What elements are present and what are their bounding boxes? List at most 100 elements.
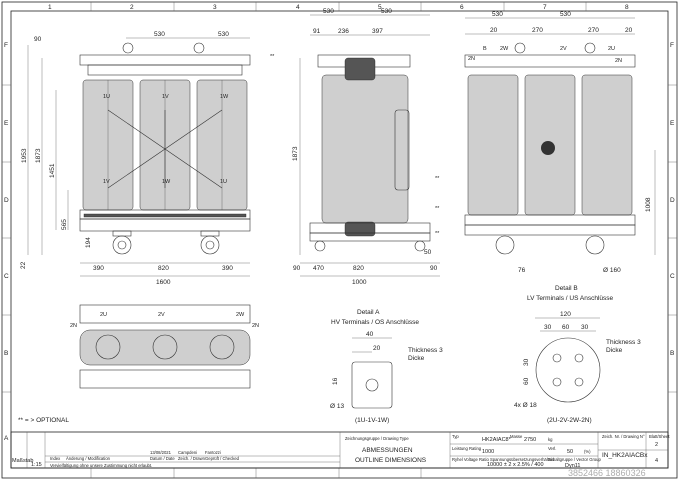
dim-label: 820	[158, 265, 169, 272]
thickness-label-de: Dicke	[408, 355, 425, 362]
dim-label: 91	[313, 28, 321, 35]
dim-label: 270	[588, 27, 599, 34]
dim-label: 30	[581, 324, 589, 331]
terminal-label: 2W	[236, 312, 245, 318]
col-number: 5	[378, 4, 382, 11]
group-label: Zeichnungsgruppe / Drawing Type	[345, 436, 409, 441]
hole-label: Ø 13	[330, 403, 344, 410]
revision-checked: Fantozzi	[205, 450, 221, 455]
dim-label: 16	[332, 377, 339, 385]
dim-label: 20	[490, 27, 498, 34]
dim-label: 1000	[352, 279, 367, 286]
scale-label: Maßstab	[12, 458, 33, 464]
field-label: Verl.	[548, 446, 556, 451]
optional-marker: **	[435, 231, 440, 237]
revision-header: Zeich. / Drawn	[178, 456, 206, 461]
dim-label: 1873	[292, 146, 299, 161]
detail-a: Detail A HV Terminals / OS Anschlüsse 40…	[330, 309, 443, 424]
dim-label: 530	[492, 11, 503, 18]
row-letter: F	[670, 42, 674, 49]
dim-label: 50	[424, 249, 432, 256]
detail-subtitle: LV Terminals / US Anschlüsse	[527, 295, 613, 302]
terminal-label: 1W	[220, 94, 229, 100]
scale-value: 1:15	[31, 462, 42, 468]
dim-label: 90	[430, 265, 438, 272]
col-number: 7	[543, 4, 547, 11]
dim-label: 270	[532, 27, 543, 34]
terminal-label: 2U	[608, 46, 615, 52]
col-number: 8	[625, 4, 629, 11]
revision-header: Datum / Date	[150, 456, 175, 461]
row-letter: D	[4, 197, 9, 204]
weight-value: 2750	[524, 437, 536, 443]
dim-label: Ø 160	[603, 267, 621, 274]
revision-drawn: Campdeni	[178, 450, 197, 455]
detail-caption: (1U-1V-1W)	[355, 417, 389, 424]
dim-label: 397	[372, 28, 383, 35]
dim-label: 236	[338, 28, 349, 35]
use-note: Vervielfältigung ohne unsere Zustimmung …	[50, 463, 152, 468]
sheet-value: 2	[655, 442, 658, 448]
plan-view: 2U 2V 2W 2N 2N	[70, 304, 259, 389]
dim-label: 390	[222, 265, 233, 272]
dim-label: 530	[560, 11, 571, 18]
col-number: 2	[130, 4, 134, 11]
field-label: Typ	[452, 434, 459, 439]
losses-value: 50	[567, 449, 573, 455]
dim-label: 530	[218, 31, 229, 38]
dim-label: 60	[523, 377, 530, 385]
row-letter: A	[4, 435, 9, 442]
front-view: 1U 1V 1W 1V 1W 1U 530 530 90 390 820 390…	[20, 31, 251, 286]
terminal-label: 2N	[615, 58, 622, 64]
terminal-label: 2W	[500, 46, 509, 52]
dim-label: 120	[560, 311, 571, 318]
dim-label: 20	[625, 27, 633, 34]
optional-marker: **	[435, 176, 440, 182]
row-letter: B	[670, 350, 674, 357]
field-label: Leistung Rating	[452, 446, 482, 451]
vector-value: Dyn11	[565, 463, 581, 469]
terminal-label: 2N	[468, 56, 475, 62]
terminal-label: 2V	[158, 312, 165, 318]
revision-header: Index	[50, 456, 61, 461]
dim-label: 60	[562, 324, 570, 331]
row-letter: E	[670, 120, 675, 127]
terminal-label: B	[483, 46, 487, 52]
dim-label: 40	[366, 331, 374, 338]
dim-label: 90	[34, 36, 42, 43]
dim-label: 530	[154, 31, 165, 38]
revision-date: 13/08/2021	[150, 450, 172, 455]
dim-label: 820	[353, 265, 364, 272]
dim-label: 90	[293, 265, 301, 272]
dim-label: 530	[323, 8, 334, 15]
revision-header: Geprüft / Checked	[205, 456, 240, 461]
row-letter: C	[4, 273, 9, 280]
col-number: 1	[48, 4, 52, 11]
dim-label: 1953	[21, 148, 28, 163]
dim-label: 470	[313, 265, 324, 272]
col-number: 4	[296, 4, 300, 11]
terminal-label: 2N	[252, 323, 259, 329]
drawing-title-en: OUTLINE DIMENSIONS	[355, 457, 427, 464]
dim-label: 76	[518, 267, 526, 274]
thickness-label-de: Dicke	[606, 347, 623, 354]
dim-label: 390	[93, 265, 104, 272]
dim-label: 30	[544, 324, 552, 331]
row-letter: F	[4, 42, 8, 49]
row-letter: D	[670, 197, 675, 204]
terminal-label: 1V	[162, 94, 169, 100]
terminal-label: 2U	[100, 312, 107, 318]
title-block: Maßstab 1:15 Index Änderung / Modificati…	[10, 431, 670, 469]
terminal-label: 1U	[103, 94, 110, 100]
col-number: 6	[460, 4, 464, 11]
detail-b: Detail B LV Terminals / US Anschlüsse 12…	[514, 285, 641, 424]
row-letter: E	[4, 120, 9, 127]
dim-label: 194	[85, 237, 92, 248]
terminal-label: 1V	[103, 179, 110, 185]
row-letter: C	[670, 273, 675, 280]
detail-caption: (2U-2V-2W-2N)	[547, 417, 592, 424]
side-view: ** ** ** ** 530 530 91 236 397 1873 50 9…	[270, 8, 440, 286]
detail-subtitle: HV Terminals / OS Anschlüsse	[331, 319, 419, 326]
revision-header: Änderung / Modification	[66, 456, 111, 461]
